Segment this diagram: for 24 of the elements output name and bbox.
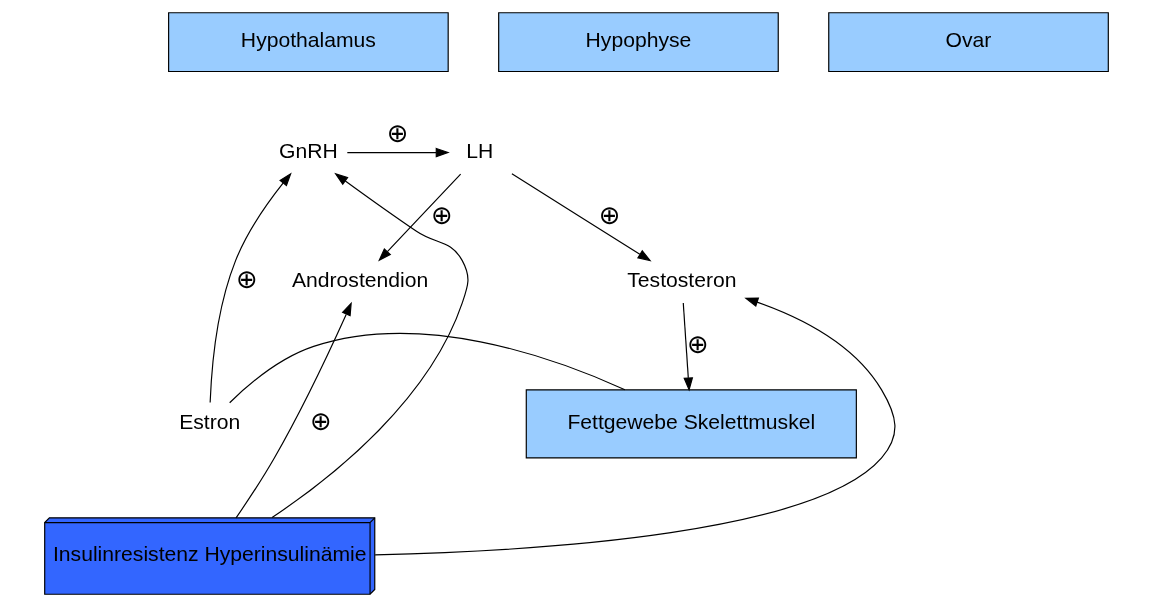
arrow (377, 173, 461, 262)
arrow (510, 173, 652, 262)
arrow (346, 147, 450, 158)
edge-label: ⊕ (309, 406, 332, 437)
node-box: Fettgewebe Skelettmuskel (525, 389, 857, 459)
arrow (271, 172, 469, 519)
node-text: Testosteron (626, 267, 737, 291)
node-box: Ovar (827, 12, 1109, 73)
node-text: Estron (178, 410, 240, 434)
node-text: Androstendion (291, 267, 428, 291)
node-box: Hypothalamus (167, 12, 449, 73)
node-box: Hypophyse (497, 12, 779, 73)
edge-label: ⊕ (598, 199, 621, 230)
node-text: LH (465, 138, 493, 162)
edge-label: ⊕ (386, 117, 408, 148)
arrow (374, 297, 895, 556)
connector (228, 332, 625, 404)
edge-label: ⊕ (686, 328, 709, 359)
arrow (209, 172, 292, 404)
arrow (235, 301, 352, 519)
edge-label: ⊕ (430, 199, 453, 230)
edge-label: ⊕ (235, 264, 258, 295)
node-text: GnRH (278, 138, 338, 162)
arrow (682, 302, 693, 392)
